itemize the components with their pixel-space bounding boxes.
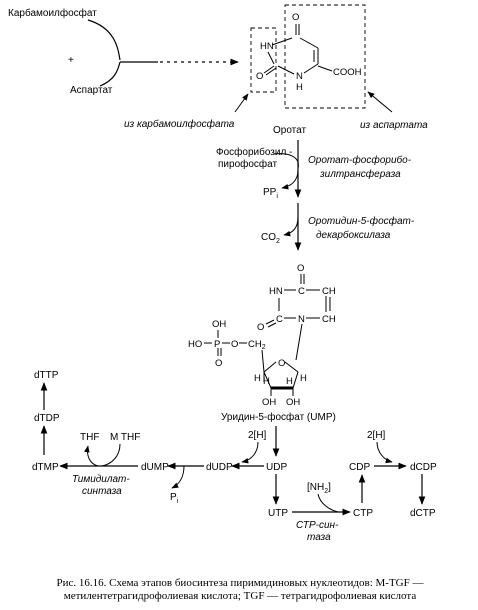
ctp-label: CTP	[353, 508, 373, 519]
enzyme-orotate-prt-line2: зилтрансфераза	[319, 168, 401, 180]
orotate-o-left-atom: O	[256, 71, 263, 82]
ump-oh-2-atom: OH	[286, 397, 300, 408]
ump-p-atom: P	[214, 339, 220, 350]
ump-glycosidic-bond	[295, 323, 303, 361]
ump-h-c2-atom: H	[286, 376, 293, 387]
orotate-n-atom: N	[296, 71, 303, 82]
ump-h-c3-atom: H	[263, 376, 270, 387]
from-carbamoyl-phosphate-label: из карбамоилфосфата	[124, 118, 235, 130]
dump-label: dUMP	[141, 462, 169, 473]
ump-ch2-group: CH2	[248, 339, 266, 351]
thf-out-curve	[84, 445, 99, 467]
dtpp-label: dTTP	[34, 370, 59, 381]
ump-ch2-c4-bond	[261, 349, 265, 373]
orotate-nh-h-atom: H	[296, 82, 303, 93]
ump-p-oh-atom: OH	[212, 319, 226, 330]
ppi-label: PPi	[263, 187, 278, 200]
ump-o-top-atom: O	[297, 263, 304, 274]
orotate-hn-atom: HN	[260, 41, 274, 52]
ump-c4-atom: C	[298, 286, 305, 297]
ump-bond-c4-o	[263, 361, 277, 373]
ump-bond-c2-o	[265, 319, 275, 325]
dctp-label: dCTP	[410, 508, 436, 519]
dudp-label: dUDP	[206, 462, 233, 473]
pi-label: Pi	[170, 492, 179, 505]
aspartate-label: Аспартат	[70, 85, 113, 96]
ctp-synthase-line2: таза	[307, 532, 331, 543]
prpp-in-curve	[273, 153, 299, 169]
ump-p-o-bottom-atom: O	[215, 358, 222, 369]
mthf-in-curve	[101, 443, 121, 467]
methylene-thf-label: M THF	[110, 432, 140, 443]
ump-bond-c2-o-double	[267, 322, 277, 328]
ump-ester-o-atom: O	[231, 339, 238, 350]
pi-out-curve	[171, 465, 185, 489]
ump-label: Уридин-5-фосфат (UMP)	[221, 411, 336, 423]
orotate-structure: HN O O N H COOH	[250, 4, 366, 109]
ump-ch5-atom: CH	[322, 286, 336, 297]
plus-sign: +	[68, 55, 74, 66]
thymidylate-synthase-line1: Тимидилат-	[72, 474, 130, 485]
ump-ch6-atom: CH	[322, 314, 336, 325]
ump-ring-o-atom: O	[278, 358, 285, 369]
enzyme-orotate-prt-line1: Оротат-фосфорибо-	[308, 154, 412, 166]
ump-n1-atom: N	[298, 314, 305, 325]
aspartate-origin-pointer	[367, 91, 393, 113]
prpp-label-line1: Фосфорибозил -	[216, 146, 292, 158]
thf-label: THF	[80, 432, 99, 443]
ump-c2-atom: C	[276, 314, 283, 325]
ump-bond-c1-c2	[292, 371, 299, 389]
orotate-bond-c4-c5	[299, 37, 319, 49]
enzyme-omp-decarboxylase-line2: декарбоксилаза	[316, 229, 391, 241]
co2-out-curve	[283, 216, 299, 237]
ump-bond-c4-c3	[263, 371, 272, 389]
reduction-label-right: 2[H]	[367, 430, 386, 441]
orotate-bond-c6-cooh	[317, 65, 333, 72]
udp-label: UDP	[266, 462, 287, 473]
ump-ho-atom: HO	[188, 339, 202, 350]
dtdp-label: dTDP	[34, 413, 60, 424]
ctp-synthase-line1: СТР-син-	[296, 520, 339, 531]
reduction-curve-left	[241, 441, 259, 464]
ump-structure: O C HN CH CH N C O OH HO P O O CH2 O	[188, 263, 336, 408]
pyrimidine-biosynthesis-diagram: Карбамоилфосфат + Аспартат HN O O N H CO…	[8, 4, 437, 543]
cdp-label: CDP	[349, 462, 370, 473]
orotate-bond-c6-n1	[303, 63, 319, 74]
ump-h-c1-atom: H	[300, 373, 307, 384]
prpp-label-line2: пирофосфат	[218, 158, 277, 170]
figure-caption: Рис. 16.16. Схема этапов биосинтеза пири…	[56, 577, 424, 602]
orotate-o-top-atom: O	[292, 12, 299, 23]
enzyme-omp-decarboxylase-line1: Оротидин-5-фосфат-	[308, 215, 415, 227]
ump-hn-atom: HN	[269, 286, 283, 297]
aspartate-merge-curve	[99, 61, 121, 87]
orotate-cooh-group: COOH	[333, 67, 362, 78]
orotate-label: Оротат	[273, 125, 306, 136]
nh2-in-curve	[317, 493, 339, 513]
orotate-bond-c2-o-double	[265, 67, 277, 76]
ppi-out-curve	[281, 169, 299, 190]
ump-bond-o-c1	[284, 361, 299, 373]
orotate-bond-n3-c4	[271, 37, 293, 46]
carbamoyl-origin-box	[250, 27, 277, 93]
carbamoyl-merge-curve	[87, 19, 121, 61]
thymidylate-synthase-line2: синтаза	[82, 486, 122, 497]
reduction-curve-right	[376, 441, 393, 464]
co2-label: CO2	[261, 232, 280, 245]
ump-oh-3-atom: OH	[262, 397, 276, 408]
reduction-label-left: 2[H]	[248, 430, 267, 441]
dcdp-label: dCDP	[410, 462, 437, 473]
ump-o-left-atom: O	[257, 322, 264, 333]
ump-h-c4-atom: H	[254, 373, 261, 384]
utp-label: UTP	[268, 508, 288, 519]
dtmp-label: dTMP	[32, 462, 59, 473]
nh2-label: [NH2]	[307, 482, 331, 495]
orotate-bond-c2-o	[263, 65, 275, 74]
from-aspartate-label: из аспартата	[360, 120, 428, 131]
orotate-bond-n1-c2	[277, 65, 295, 75]
carbamoyl-origin-pointer	[234, 93, 249, 113]
orotate-bond-n3-c2	[267, 51, 275, 65]
carbamoyl-phosphate-label: Карбамоилфосфат	[8, 7, 97, 19]
